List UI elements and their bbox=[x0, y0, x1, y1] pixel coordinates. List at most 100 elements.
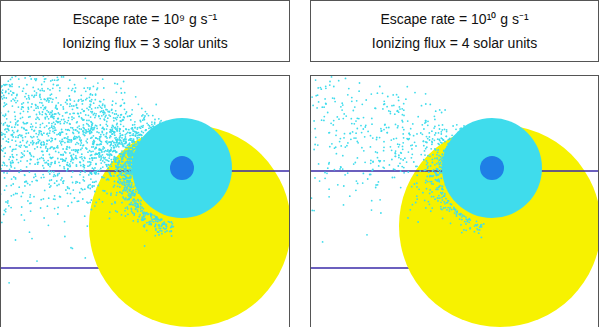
gas-particle bbox=[95, 173, 97, 175]
gas-particle bbox=[136, 128, 138, 130]
gas-particle bbox=[69, 152, 71, 154]
gas-particle bbox=[104, 119, 106, 121]
gas-particle bbox=[125, 157, 127, 159]
gas-particle bbox=[121, 150, 123, 152]
gas-particle bbox=[127, 152, 129, 154]
gas-particle bbox=[12, 183, 14, 185]
gas-particle bbox=[114, 172, 116, 174]
gas-particle bbox=[45, 113, 47, 115]
gas-particle bbox=[120, 123, 122, 125]
gas-particle bbox=[95, 173, 97, 175]
gas-particle bbox=[79, 192, 81, 194]
gas-particle bbox=[124, 185, 126, 187]
gas-particle bbox=[77, 181, 79, 183]
gas-particle bbox=[124, 143, 126, 145]
gas-particle bbox=[69, 147, 71, 149]
gas-particle bbox=[90, 104, 92, 106]
gas-particle bbox=[54, 195, 56, 197]
gas-particle bbox=[26, 181, 28, 183]
gas-particle bbox=[126, 169, 128, 171]
gas-particle bbox=[92, 141, 94, 143]
gas-particle bbox=[16, 159, 18, 161]
gas-particle bbox=[89, 106, 91, 108]
gas-particle bbox=[141, 134, 143, 136]
gas-particle bbox=[4, 147, 6, 149]
gas-particle bbox=[1, 149, 2, 151]
gas-particle bbox=[37, 163, 39, 165]
gas-particle bbox=[101, 107, 103, 109]
gas-particle bbox=[17, 124, 19, 126]
gas-particle bbox=[20, 118, 22, 120]
gas-particle bbox=[102, 160, 104, 162]
gas-particle bbox=[100, 159, 102, 161]
gas-particle bbox=[70, 161, 72, 163]
gas-particle bbox=[88, 174, 90, 176]
gas-particle bbox=[85, 77, 87, 79]
gas-particle bbox=[90, 151, 92, 153]
gas-particle bbox=[33, 156, 35, 158]
gas-particle bbox=[3, 214, 5, 216]
gas-particle bbox=[106, 153, 108, 155]
gas-particle bbox=[54, 162, 56, 164]
gas-particle bbox=[134, 121, 136, 123]
gas-particle bbox=[108, 157, 110, 159]
gas-particle bbox=[126, 111, 128, 113]
gas-particle bbox=[70, 127, 72, 129]
gas-particle bbox=[41, 150, 43, 152]
gas-particle bbox=[106, 193, 108, 195]
gas-particle bbox=[13, 176, 15, 178]
gas-particle bbox=[107, 168, 109, 170]
gas-particle bbox=[96, 137, 98, 139]
gas-particle bbox=[122, 155, 124, 157]
gas-particle bbox=[48, 139, 50, 141]
gas-particle bbox=[100, 143, 102, 145]
gas-particle bbox=[103, 112, 105, 114]
gas-particle bbox=[99, 124, 101, 126]
gas-particle bbox=[62, 106, 64, 108]
gas-particle bbox=[50, 158, 52, 160]
gas-particle bbox=[96, 127, 98, 129]
gas-particle bbox=[125, 147, 127, 149]
gas-particle bbox=[86, 123, 88, 125]
gas-particle bbox=[117, 181, 119, 183]
gas-particle bbox=[51, 138, 53, 140]
gas-particle bbox=[43, 160, 45, 162]
gas-particle bbox=[105, 136, 107, 138]
gas-particle bbox=[35, 126, 37, 128]
gas-particle bbox=[86, 201, 88, 203]
gas-particle bbox=[79, 161, 81, 163]
gas-particle bbox=[105, 164, 107, 166]
gas-particle bbox=[47, 76, 49, 77]
gas-particle bbox=[105, 109, 107, 111]
gas-particle bbox=[59, 87, 61, 89]
gas-particle bbox=[119, 172, 121, 174]
gas-particle bbox=[129, 164, 131, 166]
gas-particle bbox=[29, 171, 31, 173]
gas-particle bbox=[125, 152, 127, 154]
gas-particle bbox=[121, 158, 123, 160]
gas-particle bbox=[48, 197, 50, 199]
gas-particle bbox=[20, 144, 22, 146]
gas-particle bbox=[49, 157, 51, 159]
gas-particle bbox=[122, 99, 124, 101]
gas-particle bbox=[140, 200, 142, 202]
gas-particle bbox=[57, 84, 59, 86]
gas-particle bbox=[117, 126, 119, 128]
gas-particle bbox=[3, 162, 5, 164]
gas-particle bbox=[42, 122, 44, 124]
gas-particle bbox=[101, 141, 103, 143]
gas-particle bbox=[89, 132, 91, 134]
gas-particle bbox=[115, 110, 117, 112]
gas-particle bbox=[18, 162, 20, 164]
gas-particle bbox=[86, 107, 88, 109]
gas-particle bbox=[94, 205, 96, 207]
gas-particle bbox=[61, 119, 63, 121]
gas-particle bbox=[23, 88, 25, 90]
gas-particle bbox=[1, 92, 3, 94]
gas-particle bbox=[95, 181, 97, 183]
gas-particle bbox=[110, 144, 112, 146]
gas-particle bbox=[83, 180, 85, 182]
gas-particle bbox=[11, 94, 13, 96]
gas-particle bbox=[127, 172, 129, 174]
gas-particle bbox=[36, 78, 38, 80]
